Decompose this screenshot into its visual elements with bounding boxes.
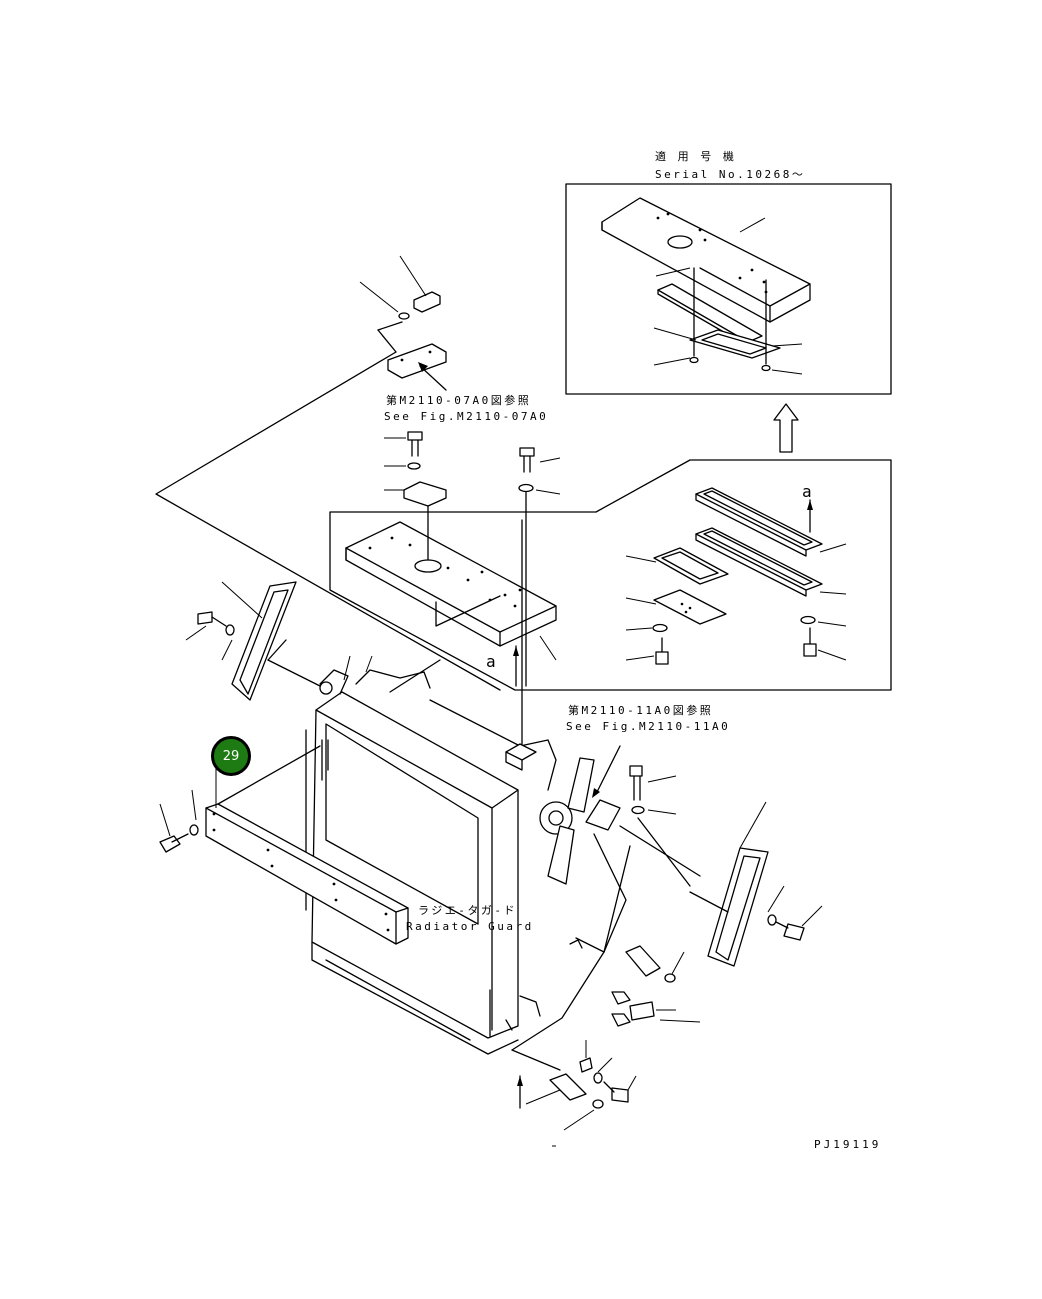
- serial-label-jp: 適 用 号 機: [655, 150, 737, 163]
- radiator-guard-plate: [159, 745, 409, 945]
- serial-variant-inset: [565, 183, 892, 395]
- radiator-body: [305, 519, 557, 1055]
- drawing-number: PJ19119: [814, 1138, 882, 1151]
- ref-07-label-jp: 第M2110-07A0図参照: [386, 394, 532, 407]
- view-a-marker-left: a: [486, 652, 496, 671]
- guard-label-en: Radiator Guard: [406, 920, 534, 933]
- serial-label-en: Serial No.10268～: [655, 168, 806, 181]
- fan-assembly: [505, 745, 823, 1147]
- view-a-marker-right: a: [802, 482, 812, 501]
- ref-11-label-en: See Fig.M2110-11A0: [566, 720, 731, 733]
- left-strap: [185, 581, 321, 701]
- upper-bracket: [155, 255, 501, 691]
- up-arrow-icon: [773, 403, 799, 453]
- guard-label-jp: ラジエ-タガ-ド: [418, 904, 518, 917]
- cover-plate-inset: [329, 431, 892, 691]
- part-callout-29[interactable]: 29: [211, 736, 251, 776]
- ref-07-label-en: See Fig.M2110-07A0: [384, 410, 549, 423]
- ref-11-label-jp: 第M2110-11A0図参照: [568, 704, 714, 717]
